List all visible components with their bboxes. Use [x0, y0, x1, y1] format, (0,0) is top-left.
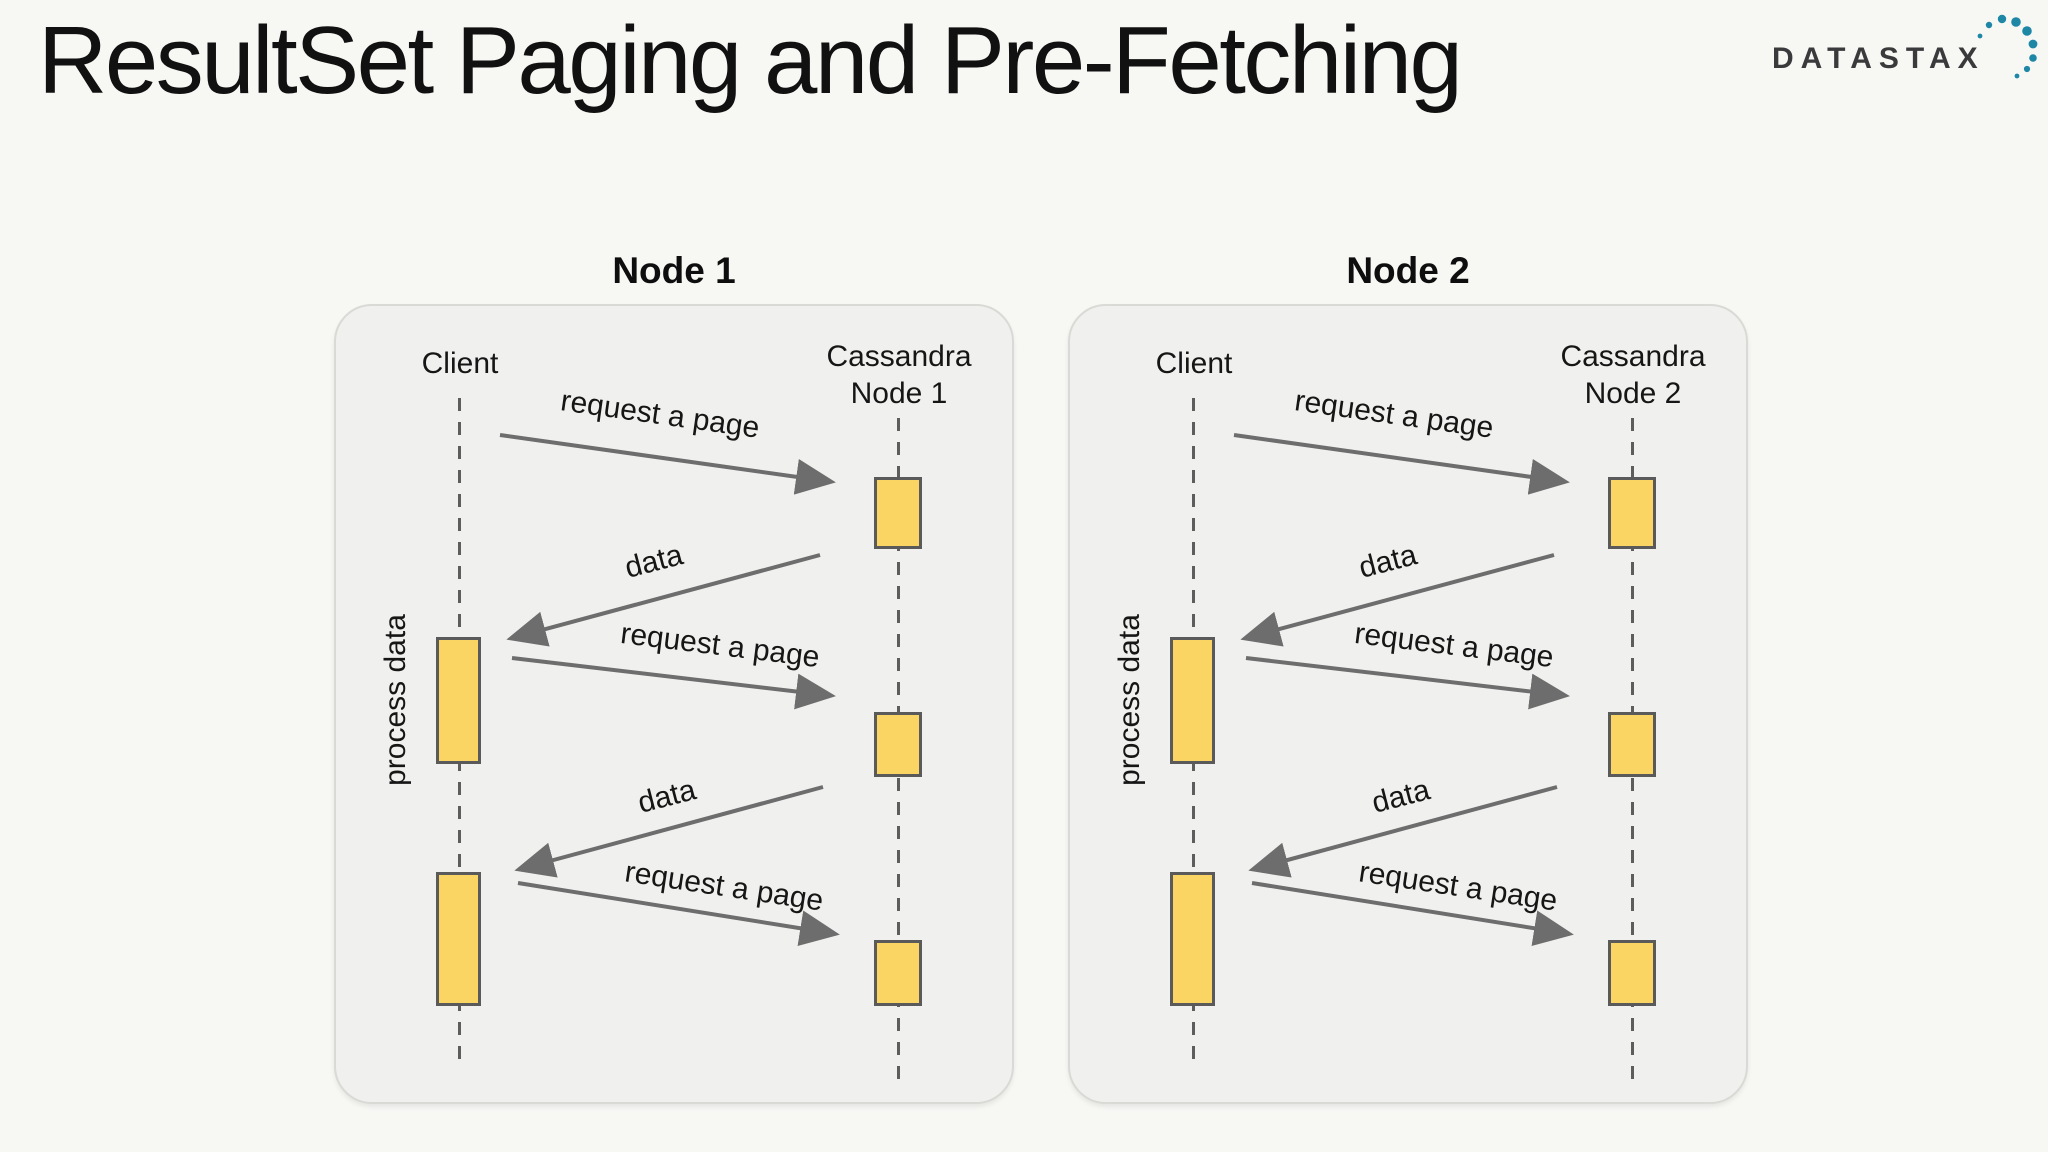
- node-1-client-label: Client: [421, 347, 499, 380]
- page-title: ResultSet Paging and Pre-Fetching: [38, 7, 1463, 114]
- node-2-server-label: Cassandra Node 2: [1533, 338, 1733, 412]
- datastax-logo-dots-icon: [1977, 14, 2038, 79]
- datastax-logo-text: DATASTAX: [1772, 42, 1985, 75]
- node-1-client-activation-1: [436, 637, 481, 764]
- node-1-client-activation-2: [436, 872, 481, 1006]
- node-1-process-data-label: process data: [379, 614, 412, 786]
- datastax-logo: DATASTAX: [1772, 8, 2042, 94]
- node-1-server-activation-1: [874, 477, 922, 549]
- node-2-client-activation-1: [1170, 637, 1215, 764]
- node-2-title: Node 2: [1346, 250, 1470, 291]
- node-2-process-data-label: process data: [1113, 614, 1146, 786]
- node-2-server-activation-1: [1608, 477, 1656, 549]
- node-1-server-activation-3: [874, 940, 922, 1006]
- node-2-message-arrows: [1233, 433, 1574, 947]
- sequence-diagram-node-1: Node 1 Client Cassandra Node 1 request a…: [334, 250, 1014, 1112]
- node-2-client-activation-2: [1170, 872, 1215, 1006]
- node-2-server-activation-3: [1608, 940, 1656, 1006]
- node-1-server-label-line1: Cassandra: [826, 340, 972, 373]
- node-2-server-label-line2: Node 2: [1584, 377, 1682, 410]
- node-1-title: Node 1: [612, 250, 736, 291]
- node-1-server-label: Cassandra Node 1: [799, 338, 999, 412]
- node-2-server-label-line1: Cassandra: [1560, 340, 1706, 373]
- sequence-diagram-node-2: Node 2 Client Cassandra Node 2 request a…: [1068, 250, 1748, 1112]
- node-2-server-activation-2: [1608, 712, 1656, 777]
- node-2-client-label: Client: [1155, 347, 1233, 380]
- node-1-server-activation-2: [874, 712, 922, 777]
- node-1-server-label-line2: Node 1: [850, 377, 948, 410]
- node-1-message-arrows: [499, 433, 840, 947]
